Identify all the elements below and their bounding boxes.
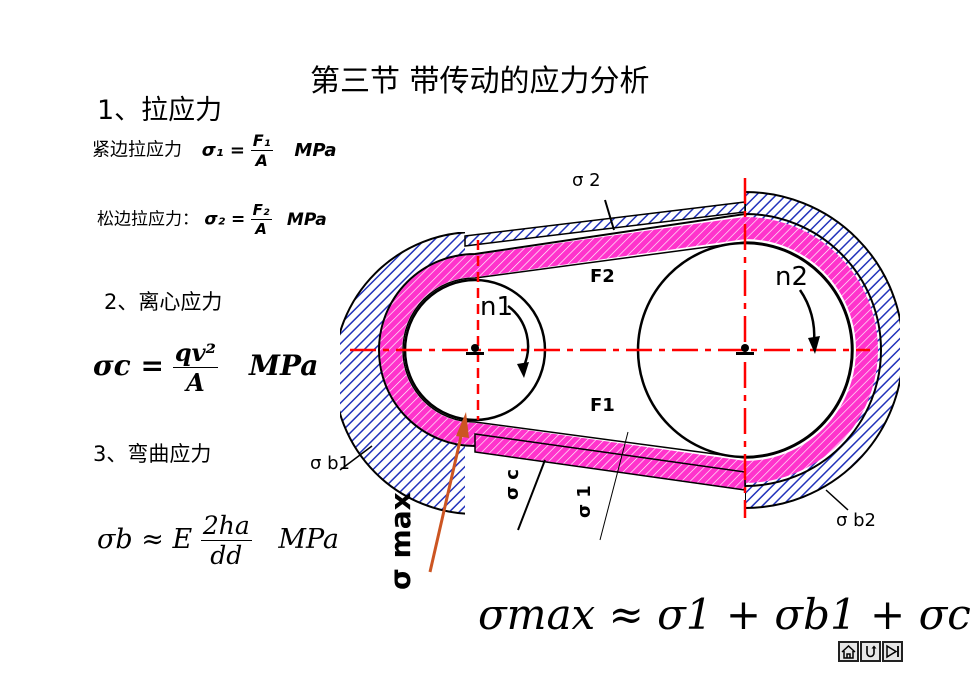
centrifugal-unit: MPa — [248, 349, 319, 382]
bending-formula: σb ≈ E 2ha dd MPa — [97, 511, 339, 570]
label-sigma-max: σ max — [384, 492, 417, 590]
label-sigma-c: σ c — [502, 469, 523, 500]
bending-denominator: dd — [210, 541, 243, 570]
section-centrifugal-stress: 2、离心应力 — [104, 290, 223, 314]
return-icon — [866, 645, 877, 658]
centrifugal-denominator: A — [186, 368, 205, 397]
tight-side-numerator: F₁ — [250, 131, 273, 151]
return-button[interactable] — [860, 641, 881, 662]
slack-side-numerator: F₂ — [250, 201, 272, 220]
centrifugal-formula: σc = qv² A MPa — [93, 338, 318, 397]
centrifugal-numerator: qv² — [172, 338, 219, 368]
bending-lhs: σb ≈ E — [97, 524, 193, 555]
home-icon — [841, 644, 856, 659]
centrifugal-lhs: σc = — [93, 349, 164, 382]
slack-side-denominator: A — [255, 220, 267, 238]
center-lines — [350, 178, 870, 518]
label-n2: n2 — [775, 262, 809, 292]
next-button[interactable] — [882, 641, 903, 662]
section-bending-stress: 3、弯曲应力 — [93, 442, 212, 466]
page-title: 第三节 带传动的应力分析 — [310, 64, 650, 99]
sigma-max-arrow — [428, 412, 469, 573]
label-sigma-b2: σ b2 — [836, 510, 877, 531]
slack-side-label: 松边拉应力： — [97, 209, 199, 230]
bending-unit: MPa — [278, 524, 340, 555]
slack-side-formula: 松边拉应力： σ₂ = F₂ A MPa — [97, 201, 327, 238]
label-sigma-2: σ 2 — [572, 170, 601, 191]
section-tensile-stress: 1、拉应力 — [97, 95, 223, 126]
home-button[interactable] — [838, 641, 859, 662]
tight-side-label: 紧边拉应力 — [92, 139, 182, 161]
next-icon — [886, 644, 899, 659]
bending-numerator: 2ha — [200, 511, 252, 541]
belt — [380, 216, 878, 484]
label-F1: F1 — [590, 395, 615, 416]
small-pulley-center — [466, 344, 484, 355]
tight-side-denominator: A — [255, 151, 268, 170]
slack-side-lhs: σ₂ = — [204, 209, 246, 230]
label-F2: F2 — [590, 266, 615, 287]
slack-side-unit: MPa — [286, 209, 327, 230]
n1-rotation-arrow — [507, 304, 530, 369]
label-n1: n1 — [480, 292, 514, 322]
tight-side-unit: MPa — [294, 139, 337, 161]
label-sigma-1: σ 1 — [574, 485, 595, 518]
tight-side-formula: 紧边拉应力 σ₁ = F₁ A MPa — [92, 131, 337, 170]
tight-side-lhs: σ₁ = — [201, 139, 245, 161]
large-pulley-center — [736, 344, 754, 355]
max-stress-formula: σmax ≈ σ1 + σb1 + σc — [478, 590, 971, 639]
label-sigma-b1: σ b1 — [310, 453, 351, 474]
